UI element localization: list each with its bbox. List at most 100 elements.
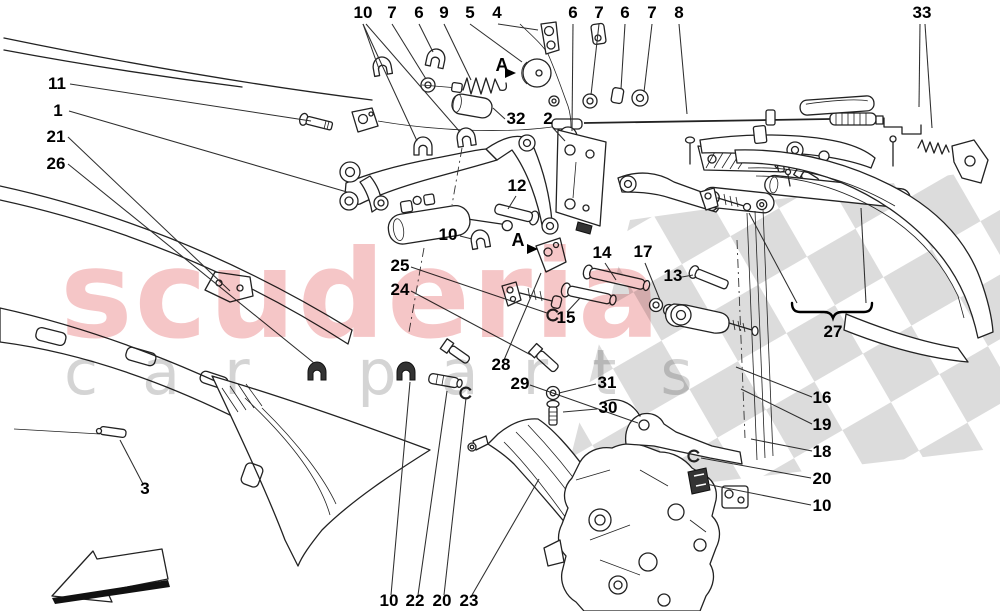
handle-grip bbox=[799, 95, 875, 116]
leader-line bbox=[860, 207, 867, 304]
bolt-30 bbox=[546, 399, 560, 426]
leader-line bbox=[924, 23, 933, 129]
cable-clamps-and-grommets bbox=[370, 22, 649, 251]
hydraulic-actuator bbox=[387, 193, 513, 245]
pin-part-3 bbox=[13, 425, 127, 439]
callout-27: 27 bbox=[824, 322, 843, 341]
callout-26: 26 bbox=[47, 154, 66, 173]
leader-line bbox=[390, 381, 411, 596]
callout-20: 20 bbox=[433, 591, 452, 610]
callout-25: 25 bbox=[391, 256, 410, 275]
detail-a-bracket bbox=[535, 237, 567, 273]
callout-16: 16 bbox=[813, 388, 832, 407]
leader-line bbox=[552, 127, 566, 142]
callout-14: 14 bbox=[593, 243, 612, 262]
leader-line bbox=[681, 274, 694, 278]
callout-20: 20 bbox=[813, 469, 832, 488]
direction-arrow bbox=[51, 548, 170, 604]
leader-line bbox=[748, 212, 798, 304]
callout-10: 10 bbox=[380, 591, 399, 610]
leader-line bbox=[365, 23, 461, 133]
view-marker-A: A bbox=[512, 230, 525, 250]
leader-line bbox=[410, 266, 548, 314]
callout-29: 29 bbox=[511, 374, 530, 393]
leader-line bbox=[418, 23, 434, 53]
leader-line bbox=[562, 408, 598, 413]
callout-21: 21 bbox=[47, 127, 66, 146]
leader-line bbox=[507, 195, 517, 210]
cast-mechanism-bracket bbox=[543, 399, 749, 611]
leader-line bbox=[362, 23, 418, 142]
leader-line bbox=[558, 383, 597, 394]
link-rod-assembly bbox=[665, 303, 759, 337]
leader-line bbox=[750, 438, 813, 452]
leader-line bbox=[443, 397, 467, 596]
adjuster-screw-b bbox=[684, 136, 696, 165]
leader-line bbox=[67, 163, 315, 364]
callout-2: 2 bbox=[543, 109, 552, 128]
callout-10: 10 bbox=[439, 225, 458, 244]
cable-hook bbox=[883, 117, 922, 135]
pivot-pin-12 bbox=[494, 203, 540, 226]
callout-19: 19 bbox=[813, 415, 832, 434]
leader-line bbox=[735, 366, 813, 398]
leader-line bbox=[678, 23, 688, 115]
leader-line bbox=[571, 23, 574, 132]
callout-17: 17 bbox=[634, 242, 653, 261]
control-cable bbox=[377, 112, 922, 135]
leader-line bbox=[459, 235, 473, 240]
hatch-marks bbox=[221, 383, 263, 413]
callout-7: 7 bbox=[594, 3, 603, 22]
cap-tube-32 bbox=[451, 93, 493, 119]
bolt-part-11 bbox=[298, 112, 334, 131]
view-marker-arrow-icon bbox=[505, 68, 516, 78]
sill-frame bbox=[734, 139, 994, 363]
callout-3: 3 bbox=[140, 479, 149, 498]
leader-line bbox=[705, 483, 812, 506]
callout-18: 18 bbox=[813, 442, 832, 461]
callout-23: 23 bbox=[460, 591, 479, 610]
callout-4: 4 bbox=[492, 3, 502, 22]
cable-end-bracket bbox=[351, 107, 379, 133]
callout-22: 22 bbox=[406, 591, 425, 610]
callout-11: 11 bbox=[48, 74, 66, 93]
callout-13: 13 bbox=[664, 266, 683, 285]
leader-line bbox=[497, 23, 539, 31]
clevis-18 bbox=[699, 187, 752, 212]
pivot-pin-14 bbox=[582, 264, 651, 292]
callout-6: 6 bbox=[620, 3, 629, 22]
callout-7: 7 bbox=[387, 3, 396, 22]
mounting-plate-bracket bbox=[555, 129, 607, 235]
leader-line bbox=[604, 262, 617, 281]
callout-6: 6 bbox=[414, 3, 423, 22]
callout-31: 31 bbox=[598, 373, 617, 392]
callout-1: 1 bbox=[53, 101, 62, 120]
callout-8: 8 bbox=[674, 3, 683, 22]
leader-line bbox=[69, 83, 312, 122]
body-outline-curves bbox=[0, 37, 373, 345]
leader-line bbox=[469, 23, 523, 63]
leader-line bbox=[417, 390, 448, 596]
leader-line bbox=[590, 23, 600, 96]
leader-line bbox=[918, 23, 921, 108]
pivot-pin-15 bbox=[560, 282, 617, 306]
lift-cables bbox=[746, 208, 774, 461]
leader-line bbox=[620, 23, 626, 90]
leader-line bbox=[68, 110, 348, 193]
pulley-and-clevis bbox=[519, 21, 572, 129]
view-marker-arrow-icon bbox=[527, 244, 538, 254]
callout-30: 30 bbox=[599, 398, 618, 417]
main-hinge-lever bbox=[339, 134, 559, 235]
callout-7: 7 bbox=[647, 3, 656, 22]
actuating-arm bbox=[624, 412, 743, 465]
bracket-part-21 bbox=[204, 271, 254, 303]
callout-12: 12 bbox=[508, 176, 527, 195]
leader-line bbox=[529, 384, 639, 424]
callout-15: 15 bbox=[557, 308, 576, 327]
leader-line bbox=[644, 262, 661, 301]
leader-line bbox=[503, 272, 542, 361]
pillar-trim-panel bbox=[211, 375, 431, 567]
